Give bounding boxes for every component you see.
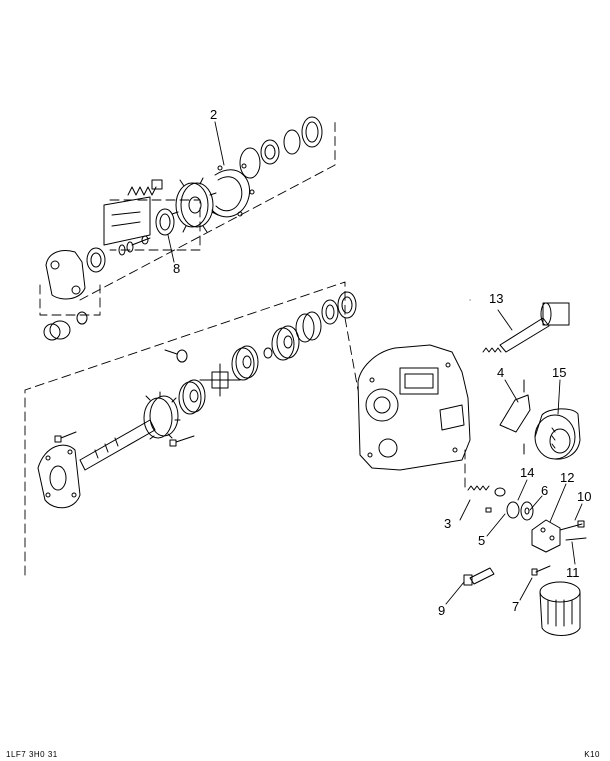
bolt-9: [469, 567, 495, 585]
callout-6: 6: [541, 483, 548, 498]
sheet-code: K10: [584, 750, 600, 759]
pump-housing: [357, 344, 471, 471]
callout-8: 8: [173, 261, 180, 276]
mounting-flange: [37, 444, 81, 509]
plunger: [482, 302, 570, 353]
assembly-guide-lines: [24, 121, 471, 576]
bolt-7: [535, 565, 551, 573]
retainer-ring: [263, 347, 273, 359]
seal-ring: [155, 208, 175, 236]
callout-5: 5: [478, 533, 485, 548]
cam-cylinder: [534, 408, 581, 460]
end-cap-housing: [45, 247, 106, 300]
valve-body: [531, 519, 561, 553]
callout-13: 13: [489, 291, 503, 306]
drawing-id: 1LF7 3H0 31: [6, 750, 58, 759]
callout-9: 9: [438, 603, 445, 618]
gear-train-assembly: [37, 291, 357, 509]
callout-7: 7: [512, 599, 519, 614]
lower-bearing: [43, 311, 88, 341]
callout-3: 3: [444, 516, 451, 531]
control-lever: [499, 379, 531, 455]
filter-cartridge: [539, 581, 581, 636]
cap-screw-upper: [54, 431, 77, 443]
bevel-gear: [143, 391, 181, 440]
rotor-gear: [171, 177, 219, 233]
cap-screw-lower: [169, 435, 195, 447]
callout-numbers: 2 8 13 4 15 14 6 12 10 3 5 11 9 7: [173, 107, 591, 618]
drive-shaft: [79, 419, 156, 471]
shaft-rings: [239, 116, 323, 179]
callout-12: 12: [560, 470, 574, 485]
valve-assembly: [463, 485, 587, 636]
callout-4: 4: [497, 365, 504, 380]
spur-gear: [271, 325, 300, 361]
coupling-disc: [178, 379, 206, 415]
callout-leaders: [167, 121, 583, 605]
callout-2: 2: [210, 107, 217, 122]
callout-15: 15: [552, 365, 566, 380]
callout-11: 11: [566, 565, 580, 580]
gear-bearing-rings: [321, 291, 357, 325]
small-pinion: [164, 349, 188, 363]
valve-spring: [467, 485, 490, 491]
callout-10: 10: [577, 489, 591, 504]
callout-14: 14: [520, 465, 534, 480]
idler-gear: [295, 311, 322, 343]
shaft-pins: [118, 235, 151, 256]
spider-cross: [199, 363, 241, 397]
upper-pump-assembly: [43, 116, 323, 341]
coupling-disc-2: [231, 345, 259, 381]
snap-ring: [211, 163, 255, 218]
spring: [127, 179, 163, 196]
bracket-plate: [103, 196, 151, 246]
